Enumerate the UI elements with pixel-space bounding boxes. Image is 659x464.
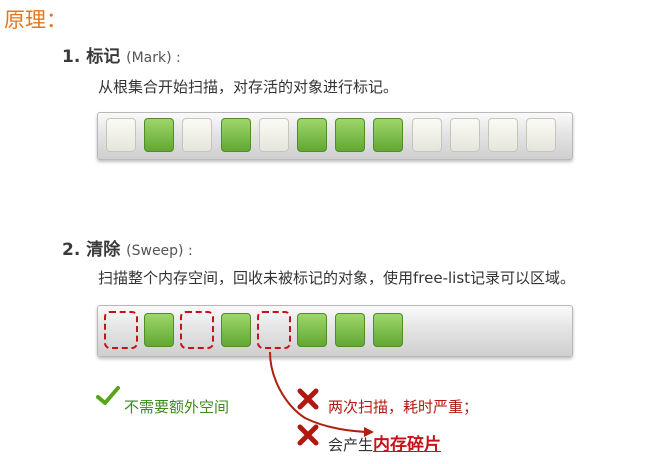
sweep-freed-region xyxy=(256,311,291,349)
sweep-description: 扫描整个内存空间，回收未被标记的对象，使用free-list记录可以区域。 xyxy=(98,269,576,287)
con-text-2-prefix: 会产生 xyxy=(328,436,374,454)
mark-unmarked-cell xyxy=(411,118,442,152)
mark-marked-cell xyxy=(373,118,404,152)
con-text-2-strong: 内存碎片 xyxy=(373,435,442,455)
sweep-marked-cell xyxy=(220,313,251,347)
sweep-heading-en: (Sweep) : xyxy=(126,243,193,259)
mark-heading-zh: 1. 标记 xyxy=(62,47,121,67)
con-text-2: 会产生内存碎片 xyxy=(328,430,441,455)
mark-marked-cell xyxy=(297,118,327,152)
mark-unmarked-cell xyxy=(258,118,289,152)
mark-heading-en: (Mark) : xyxy=(126,50,181,66)
sweep-memory-bar xyxy=(97,305,573,357)
mark-marked-cell xyxy=(220,118,251,152)
pro-text: 不需要额外空间 xyxy=(124,398,230,416)
sweep-heading-zh: 2. 清除 xyxy=(62,240,121,260)
page-title: 原理： xyxy=(4,8,67,32)
mark-memory-bar xyxy=(97,112,573,160)
sweep-marked-cell xyxy=(373,313,404,347)
sweep-marked-cell xyxy=(335,313,366,347)
con-text-1: 两次扫描，耗时严重； xyxy=(328,398,479,416)
sweep-freed-region xyxy=(104,311,138,349)
sweep-heading: 2. 清除 (Sweep) : xyxy=(62,235,193,260)
mark-unmarked-cell xyxy=(488,118,518,152)
mark-unmarked-cell xyxy=(106,118,136,152)
mark-marked-cell xyxy=(144,118,175,152)
mark-marked-cell xyxy=(335,118,366,152)
sweep-freed-region xyxy=(180,311,215,349)
check-icon xyxy=(96,386,120,410)
sweep-marked-cell xyxy=(144,313,175,347)
mark-heading: 1. 标记 (Mark) : xyxy=(62,42,181,67)
mark-unmarked-cell xyxy=(182,118,213,152)
sweep-marked-cell xyxy=(297,313,327,347)
fragment-arrow-path xyxy=(269,351,374,437)
mark-unmarked-cell xyxy=(526,118,557,152)
cross-icon xyxy=(296,424,320,450)
cross-icon xyxy=(296,388,320,414)
mark-unmarked-cell xyxy=(449,118,480,152)
mark-description: 从根集合开始扫描，对存活的对象进行标记。 xyxy=(98,78,399,96)
